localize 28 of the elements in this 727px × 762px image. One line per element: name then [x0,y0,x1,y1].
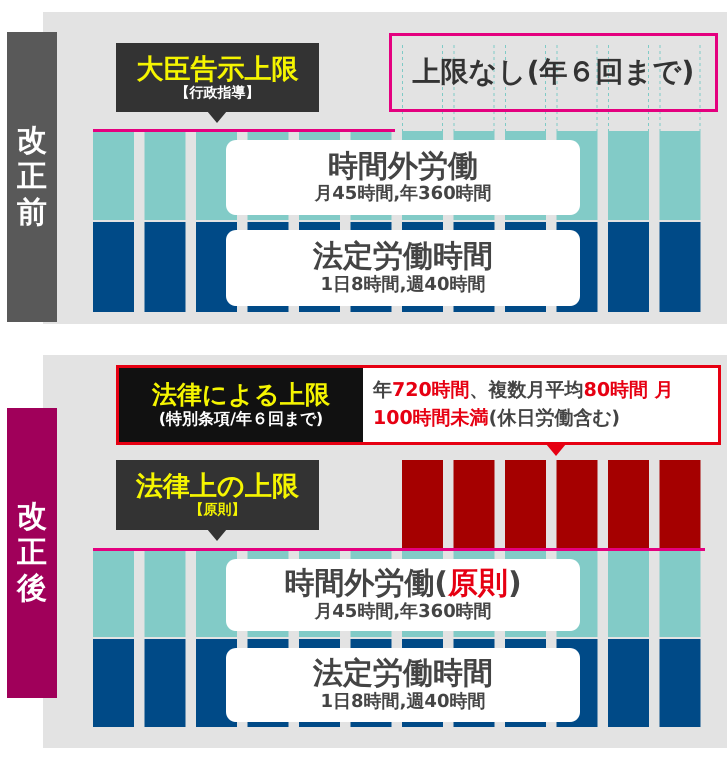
side-tab [7,408,57,698]
heading-text: 法定労働時間 [313,657,493,692]
heading-text: 法律上の上限 [136,471,299,502]
heading-text: 時間外労働(原則) [284,567,522,602]
detail-text: 年720時間、複数月平均80時間 月100時間未満(休日労働含む) [372,378,675,431]
heading-text: 上限なし(年６回まで) [412,56,694,89]
subheading-text: 【行政指導】 [176,84,260,102]
callout-box [116,43,319,112]
subheading-text: 【原則】 [190,502,246,519]
subheading-text: 1日8時間,週40時間 [320,274,486,296]
section-label: 改正後 [16,499,48,607]
label-card [226,648,580,722]
section-label: 改正前 [16,123,48,231]
subheading-text: 月45時間,年360時間 [314,184,492,206]
heading-text: 法定労働時間 [313,240,493,274]
note-box [389,33,718,112]
heading-text: 大臣告示上限 [136,54,298,85]
subheading-text: 1日8時間,週40時間 [320,692,486,713]
subheading-text: 月45時間,年360時間 [314,602,492,623]
heading-text: 時間外労働 [328,150,478,184]
subheading-text: (特別条項/年６回まで) [158,410,324,429]
side-tab [7,32,57,322]
callout-box [116,365,721,445]
callout-box [116,460,319,530]
heading-text: 法律による上限 [152,381,330,410]
label-card [226,140,580,215]
label-card [226,559,580,631]
label-card [226,230,580,306]
